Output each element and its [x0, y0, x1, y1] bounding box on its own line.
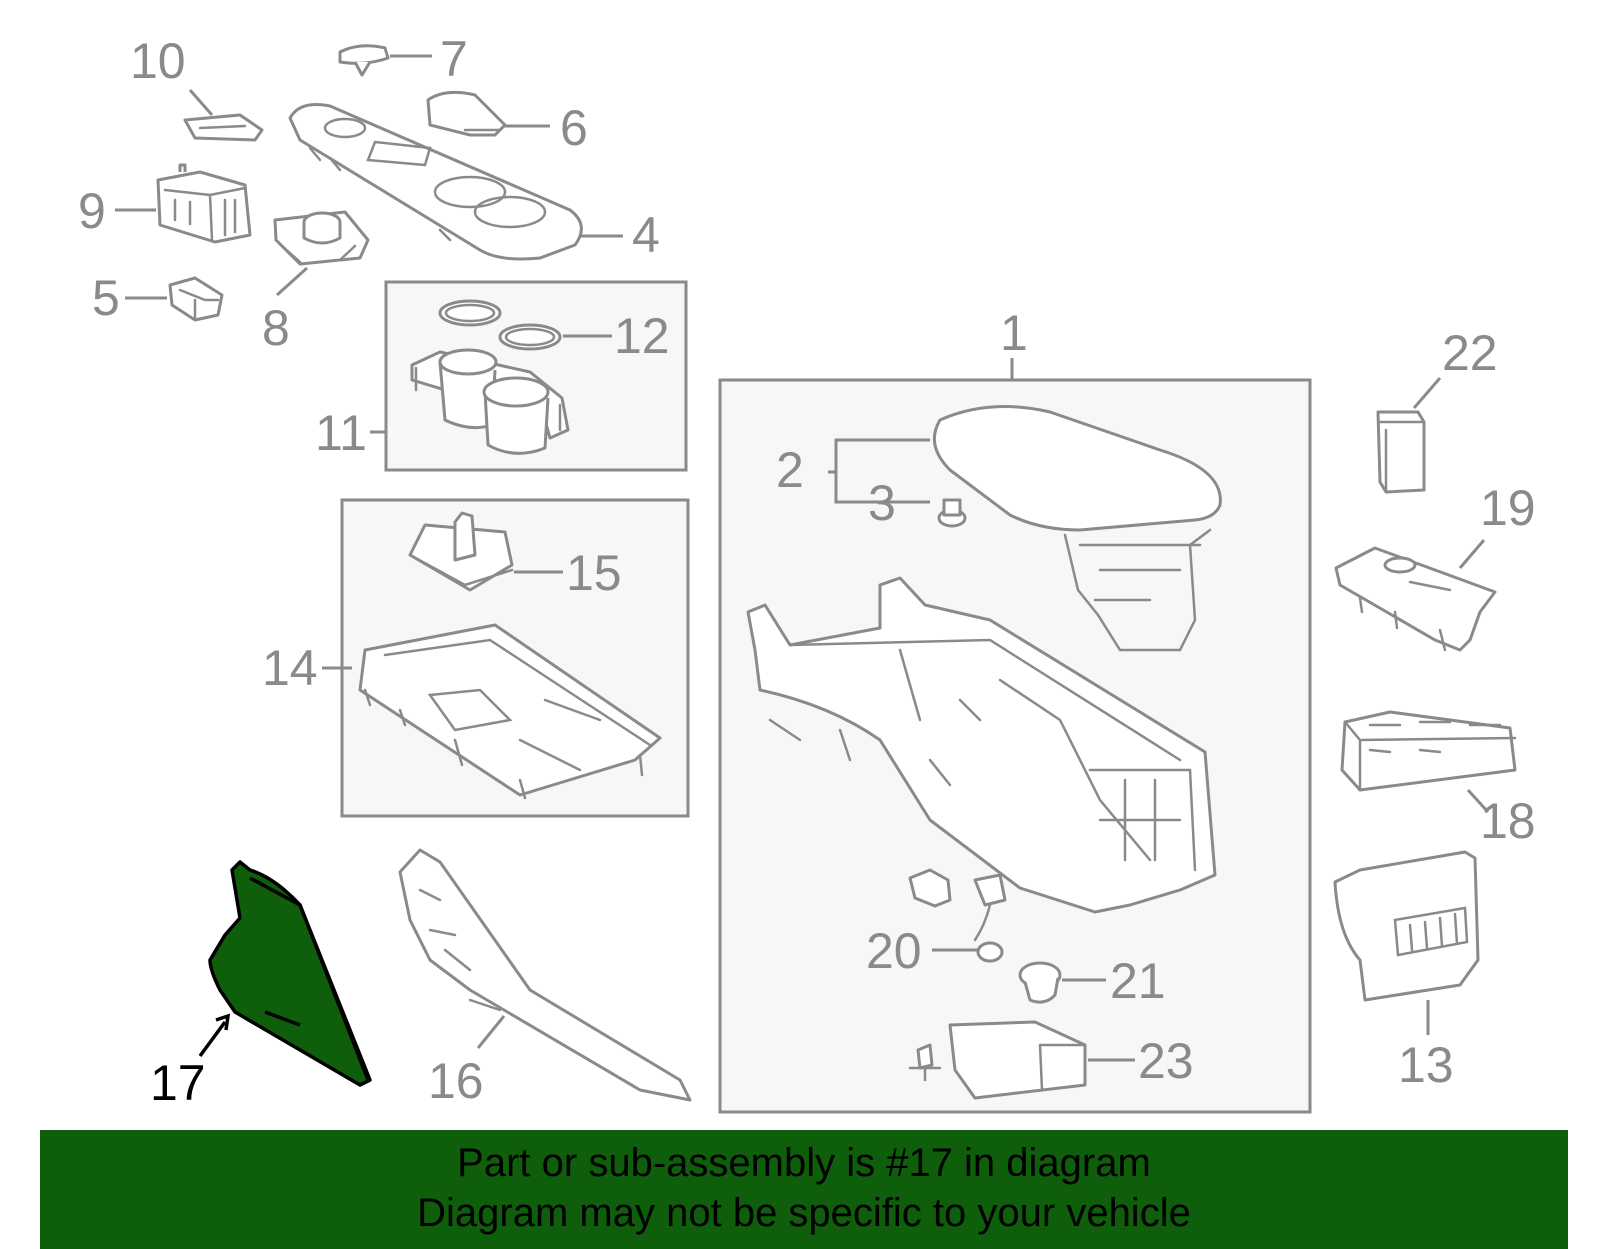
part-7[interactable]: [338, 44, 390, 77]
part-19[interactable]: [1334, 546, 1497, 652]
part-13[interactable]: [1333, 850, 1480, 1002]
part-9[interactable]: [156, 163, 252, 244]
part-3[interactable]: [937, 498, 967, 528]
label-21: 21: [1110, 953, 1166, 1009]
part-20[interactable]: [973, 873, 1007, 963]
label-5: 5: [92, 270, 120, 326]
part-12[interactable]: [438, 299, 562, 351]
part-1-console-box[interactable]: [746, 576, 1217, 914]
leader-17-arrowhead: [215, 1013, 231, 1031]
part-4[interactable]: [288, 103, 583, 261]
label-9: 9: [78, 183, 106, 239]
parts-diagram: 1 2 3 4 5 6 7 8 9 10 11 12 13 14 15 16 1…: [78, 31, 1536, 1114]
leader-8: [275, 266, 309, 297]
label-8: 8: [262, 300, 290, 356]
label-17: 17: [150, 1055, 206, 1111]
label-13: 13: [1398, 1037, 1454, 1093]
part-11[interactable]: [410, 348, 570, 455]
label-22: 22: [1442, 325, 1498, 381]
leader-10: [188, 89, 214, 116]
part-14[interactable]: [358, 623, 662, 800]
label-7: 7: [440, 31, 468, 87]
part-21[interactable]: [1018, 961, 1062, 1004]
label-23: 23: [1138, 1033, 1194, 1089]
info-banner: Part or sub-assembly is #17 in diagram D…: [40, 1130, 1568, 1249]
label-3: 3: [868, 475, 896, 531]
label-16: 16: [428, 1053, 484, 1109]
part-22[interactable]: [1376, 410, 1426, 494]
label-2: 2: [776, 442, 804, 498]
part-2[interactable]: [932, 405, 1222, 652]
label-4: 4: [632, 207, 660, 263]
part-15[interactable]: [408, 511, 514, 592]
leader-19: [1458, 539, 1486, 569]
leader-16: [476, 1015, 506, 1049]
part-8[interactable]: [273, 210, 370, 266]
label-1: 1: [1000, 305, 1028, 361]
label-19: 19: [1480, 480, 1536, 536]
label-15: 15: [566, 545, 622, 601]
label-18: 18: [1480, 793, 1536, 849]
part-17-highlighted[interactable]: [208, 860, 372, 1087]
part-23[interactable]: [908, 1020, 1087, 1100]
label-10: 10: [130, 33, 186, 89]
banner-line-disclaimer: Diagram may not be specific to your vehi…: [417, 1191, 1191, 1235]
part-16[interactable]: [398, 848, 692, 1102]
part-5[interactable]: [168, 276, 224, 322]
banner-line-part: Part or sub-assembly is #17 in diagram: [457, 1141, 1151, 1185]
part-18[interactable]: [1340, 710, 1517, 792]
label-11: 11: [315, 405, 367, 461]
leader-2: [828, 438, 930, 504]
leader-22: [1412, 377, 1442, 409]
part-10[interactable]: [183, 113, 264, 142]
leader-17: [198, 1020, 227, 1058]
part-20-clip: [908, 868, 952, 908]
label-12: 12: [614, 308, 670, 364]
label-20: 20: [866, 923, 922, 979]
part-6[interactable]: [426, 90, 507, 137]
label-14: 14: [262, 640, 318, 696]
label-6: 6: [560, 100, 588, 156]
leader-18: [1466, 788, 1490, 814]
